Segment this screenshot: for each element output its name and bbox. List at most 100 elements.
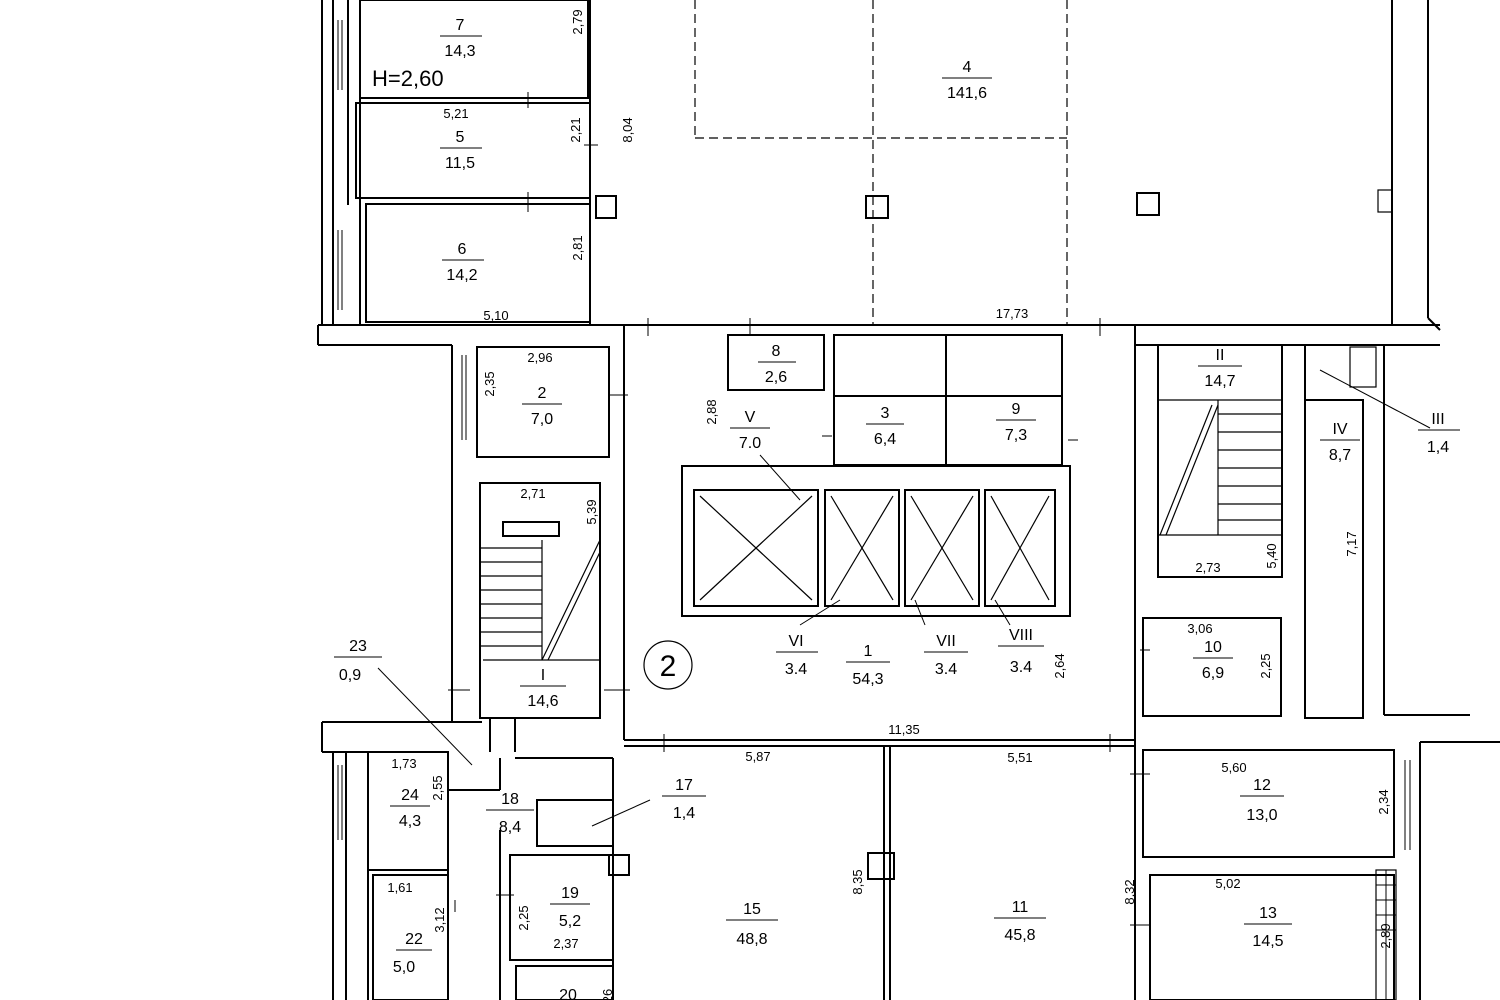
svg-text:6: 6	[458, 241, 467, 258]
room-label-8: 8 2,6	[758, 343, 796, 386]
svg-text:7,17: 7,17	[1344, 531, 1359, 556]
room-label-4: 4 141,6	[942, 59, 992, 102]
svg-text:5,51: 5,51	[1007, 750, 1032, 765]
svg-text:7,0: 7,0	[531, 411, 553, 428]
svg-text:2,25: 2,25	[516, 905, 531, 930]
svg-text:2,25: 2,25	[1258, 653, 1273, 678]
svg-text:6,9: 6,9	[1202, 665, 1224, 682]
room-label-VI: VI 3.4	[776, 633, 818, 678]
svg-text:8,7: 8,7	[1329, 447, 1351, 464]
svg-text:3: 3	[881, 405, 890, 422]
exterior-walls	[317, 0, 1500, 1000]
svg-text:14,5: 14,5	[1252, 933, 1283, 950]
svg-text:54,3: 54,3	[852, 671, 883, 688]
window-marks	[337, 20, 1411, 850]
svg-text:VII: VII	[936, 633, 956, 650]
svg-text:2,73: 2,73	[1195, 560, 1220, 575]
svg-text:1,73: 1,73	[391, 756, 416, 771]
room-walls-upper-left	[355, 0, 617, 325]
room-label-5: 5 11,5	[440, 129, 482, 172]
svg-text:8: 8	[772, 343, 781, 360]
svg-text:141,6: 141,6	[947, 85, 987, 102]
room-label-15: 15 48,8	[726, 901, 778, 948]
svg-text:13,0: 13,0	[1246, 807, 1277, 824]
room-label-3: 3 6,4	[866, 405, 904, 448]
svg-text:22: 22	[405, 931, 423, 948]
room-walls-lower	[367, 749, 1397, 1000]
svg-text:23: 23	[349, 638, 367, 655]
room-label-VIII: VIII 3.4	[998, 627, 1044, 676]
svg-text:5,39: 5,39	[584, 499, 599, 524]
svg-text:14,3: 14,3	[444, 43, 475, 60]
svg-text:7: 7	[456, 17, 465, 34]
svg-text:5,2: 5,2	[559, 913, 581, 930]
svg-text:2,6: 2,6	[765, 369, 787, 386]
room-label-V: V 7.0	[730, 409, 770, 452]
leader-lines	[377, 369, 1431, 827]
wall-ticks	[448, 92, 1150, 926]
room-label-IV: IV 8,7	[1320, 421, 1360, 464]
room-label-19: 19 5,2	[550, 885, 590, 930]
room-walls-middle	[476, 325, 1377, 1000]
svg-text:3,06: 3,06	[1187, 621, 1212, 636]
svg-text:1,4: 1,4	[1427, 439, 1449, 456]
room-label-20: 20	[559, 987, 577, 1000]
svg-text:8,04: 8,04	[620, 117, 635, 142]
svg-text:2,34: 2,34	[1376, 789, 1391, 814]
dimension-labels: 2,79 5,21 2,21 8,04 2,81 5,10 17,73 2,96…	[387, 9, 1393, 1000]
svg-text:18: 18	[501, 791, 519, 808]
svg-text:26: 26	[600, 989, 615, 1000]
svg-text:2,21: 2,21	[568, 117, 583, 142]
svg-text:2,79: 2,79	[570, 9, 585, 34]
svg-text:3,12: 3,12	[432, 907, 447, 932]
room-label-9: 9 7,3	[996, 401, 1036, 444]
svg-text:1,4: 1,4	[673, 805, 695, 822]
room-label-11: 11 45,8	[994, 899, 1046, 944]
svg-text:14,2: 14,2	[446, 267, 477, 284]
svg-text:0,9: 0,9	[339, 667, 361, 684]
svg-text:1,61: 1,61	[387, 880, 412, 895]
svg-text:12: 12	[1253, 777, 1271, 794]
room-label-13: 13 14,5	[1244, 905, 1292, 950]
svg-text:V: V	[745, 409, 756, 426]
svg-text:IV: IV	[1332, 421, 1347, 438]
svg-text:1: 1	[864, 643, 873, 660]
svg-text:7.0: 7.0	[739, 435, 761, 452]
room-label-24: 24 4,3	[390, 787, 430, 830]
svg-text:3.4: 3.4	[785, 661, 807, 678]
svg-text:45,8: 45,8	[1004, 927, 1035, 944]
hall-4-grid	[694, 0, 1393, 325]
svg-text:8,4: 8,4	[499, 819, 521, 836]
svg-text:5,02: 5,02	[1215, 876, 1240, 891]
room-label-II: II 14,7	[1198, 347, 1242, 390]
svg-text:13: 13	[1259, 905, 1277, 922]
svg-text:10: 10	[1204, 639, 1222, 656]
svg-text:III: III	[1431, 411, 1444, 428]
svg-text:5,87: 5,87	[745, 749, 770, 764]
svg-text:3.4: 3.4	[935, 661, 957, 678]
svg-text:5,10: 5,10	[483, 308, 508, 323]
svg-text:5,0: 5,0	[393, 959, 415, 976]
svg-text:2,64: 2,64	[1052, 653, 1067, 678]
svg-text:5,21: 5,21	[443, 106, 468, 121]
svg-text:II: II	[1216, 347, 1225, 364]
svg-text:3.4: 3.4	[1010, 659, 1032, 676]
room-label-I: I 14,6	[520, 667, 566, 710]
svg-text:I: I	[541, 667, 545, 684]
svg-text:2,81: 2,81	[570, 235, 585, 260]
room-label-18: 18 8,4	[486, 791, 534, 836]
svg-text:11,5: 11,5	[445, 155, 475, 172]
svg-text:5: 5	[456, 129, 465, 146]
svg-text:2,88: 2,88	[704, 399, 719, 424]
ceiling-height: H=2,60	[372, 66, 444, 91]
svg-text:9: 9	[1012, 401, 1021, 418]
svg-text:2,55: 2,55	[430, 775, 445, 800]
svg-text:8,32: 8,32	[1122, 879, 1137, 904]
svg-text:11: 11	[1012, 899, 1029, 916]
svg-text:14,6: 14,6	[527, 693, 558, 710]
svg-text:2,96: 2,96	[527, 350, 552, 365]
svg-text:17: 17	[675, 777, 693, 794]
svg-text:8,35: 8,35	[850, 869, 865, 894]
svg-text:2,71: 2,71	[520, 486, 545, 501]
svg-text:15: 15	[743, 901, 761, 918]
